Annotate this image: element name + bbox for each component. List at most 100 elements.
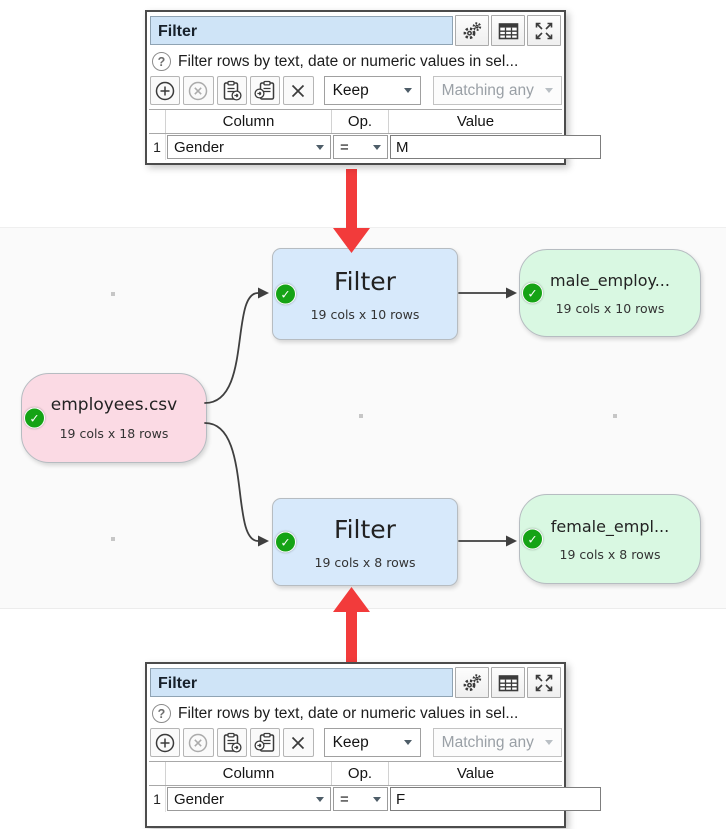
op-dropdown-value: = xyxy=(340,790,349,808)
matching-dropdown: Matching any xyxy=(432,728,562,757)
column-dropdown-value: Gender xyxy=(174,790,225,808)
expand-icon xyxy=(535,22,553,39)
node-filter-top[interactable]: Filter 19 cols x 10 rows xyxy=(272,248,458,340)
table-view-button[interactable] xyxy=(491,15,525,46)
criteria-toolbar: Keep Matching any xyxy=(147,724,564,760)
remove-criterion-button[interactable] xyxy=(183,728,214,757)
settings-gear-button[interactable] xyxy=(455,667,489,698)
gear-icon xyxy=(463,673,482,691)
value-input[interactable] xyxy=(390,787,601,811)
transform-name-field[interactable]: Filter xyxy=(150,16,453,45)
header-value: Value xyxy=(389,110,562,133)
filter-panel-bottom: Filter xyxy=(145,662,601,828)
panel-title-row: Filter xyxy=(147,664,564,700)
criteria-table-header: Column Op. Value xyxy=(149,761,562,786)
expand-icon xyxy=(535,674,553,691)
keep-dropdown[interactable]: Keep xyxy=(323,76,421,105)
panel-title-row: Filter xyxy=(147,12,564,48)
header-column: Column xyxy=(166,762,332,785)
header-value: Value xyxy=(389,762,562,785)
close-icon xyxy=(292,736,305,749)
header-op: Op. xyxy=(332,110,389,133)
settings-gear-button[interactable] xyxy=(455,15,489,46)
clipboard-paste-icon xyxy=(254,80,275,100)
clipboard-paste-icon xyxy=(254,732,275,752)
help-icon[interactable] xyxy=(152,704,171,723)
copy-criteria-button[interactable] xyxy=(216,76,247,105)
column-dropdown-value: Gender xyxy=(174,138,225,156)
value-input[interactable] xyxy=(390,135,601,159)
remove-circle-icon xyxy=(189,81,208,100)
ok-check-icon xyxy=(522,528,543,550)
matching-dropdown-value: Matching any xyxy=(441,733,534,751)
expand-button[interactable] xyxy=(527,667,561,698)
criteria-table: Column Op. Value 1 Gender = xyxy=(149,761,601,812)
grid-dot xyxy=(111,292,115,296)
op-dropdown-value: = xyxy=(340,138,349,156)
grid-dot xyxy=(359,414,363,418)
row-number: 1 xyxy=(149,786,166,812)
help-icon[interactable] xyxy=(152,52,171,71)
node-source-employees-csv[interactable]: employees.csv 19 cols x 18 rows xyxy=(21,373,207,463)
op-dropdown[interactable]: = xyxy=(333,787,388,811)
ok-check-icon xyxy=(522,282,543,304)
criteria-row: 1 Gender = xyxy=(149,786,601,812)
chevron-down-icon xyxy=(544,88,553,93)
criteria-toolbar: Keep Matching any xyxy=(147,72,564,108)
chevron-down-icon xyxy=(316,796,324,802)
matching-dropdown: Matching any xyxy=(432,76,562,105)
node-dimensions: 19 cols x 8 rows xyxy=(314,554,416,570)
node-label: female_empl... xyxy=(550,516,670,536)
help-text: Filter rows by text, date or numeric val… xyxy=(178,704,519,722)
header-corner xyxy=(149,110,166,133)
add-criterion-button[interactable] xyxy=(150,76,181,105)
column-dropdown[interactable]: Gender xyxy=(167,135,331,159)
node-output-female-employees[interactable]: female_empl... 19 cols x 8 rows xyxy=(519,494,701,584)
add-circle-icon xyxy=(155,81,175,100)
chevron-down-icon xyxy=(403,88,412,93)
matching-dropdown-value: Matching any xyxy=(441,81,534,99)
criteria-row: 1 Gender = xyxy=(149,134,601,160)
node-dimensions: 19 cols x 8 rows xyxy=(559,546,661,562)
node-label: employees.csv xyxy=(50,395,178,415)
table-icon xyxy=(498,674,518,691)
gear-icon xyxy=(463,21,482,39)
criteria-table: Column Op. Value 1 Gender = xyxy=(149,109,601,160)
copy-criteria-button[interactable] xyxy=(216,728,247,757)
node-filter-bottom[interactable]: Filter 19 cols x 8 rows xyxy=(272,498,458,586)
ok-check-icon xyxy=(24,407,45,429)
add-criterion-button[interactable] xyxy=(150,728,181,757)
node-dimensions: 19 cols x 10 rows xyxy=(555,300,665,316)
ok-check-icon xyxy=(275,531,296,553)
delete-criteria-button[interactable] xyxy=(283,76,314,105)
grid-dot xyxy=(613,414,617,418)
expand-button[interactable] xyxy=(527,15,561,46)
transform-name-field[interactable]: Filter xyxy=(150,668,453,697)
keep-dropdown[interactable]: Keep xyxy=(323,728,421,757)
node-label: Filter xyxy=(334,266,396,296)
table-view-button[interactable] xyxy=(491,667,525,698)
node-label: male_employ... xyxy=(550,270,670,290)
header-corner xyxy=(149,762,166,785)
remove-circle-icon xyxy=(189,733,208,752)
filter-panel-top: Filter xyxy=(145,10,601,165)
table-icon xyxy=(498,22,518,39)
node-output-male-employees[interactable]: male_employ... 19 cols x 10 rows xyxy=(519,249,701,337)
delete-criteria-button[interactable] xyxy=(283,728,314,757)
chevron-down-icon xyxy=(316,144,324,150)
keep-dropdown-value: Keep xyxy=(332,733,369,751)
paste-criteria-button[interactable] xyxy=(249,76,281,105)
grid-dot xyxy=(111,537,115,541)
row-number: 1 xyxy=(149,134,166,160)
paste-criteria-button[interactable] xyxy=(249,728,281,757)
help-row: Filter rows by text, date or numeric val… xyxy=(147,48,564,72)
clipboard-copy-icon xyxy=(223,80,242,101)
remove-criterion-button[interactable] xyxy=(183,76,214,105)
column-dropdown[interactable]: Gender xyxy=(167,787,331,811)
ok-check-icon xyxy=(275,283,296,305)
chevron-down-icon xyxy=(544,740,553,745)
op-dropdown[interactable]: = xyxy=(333,135,388,159)
chevron-down-icon xyxy=(373,144,381,150)
node-dimensions: 19 cols x 18 rows xyxy=(59,426,169,441)
